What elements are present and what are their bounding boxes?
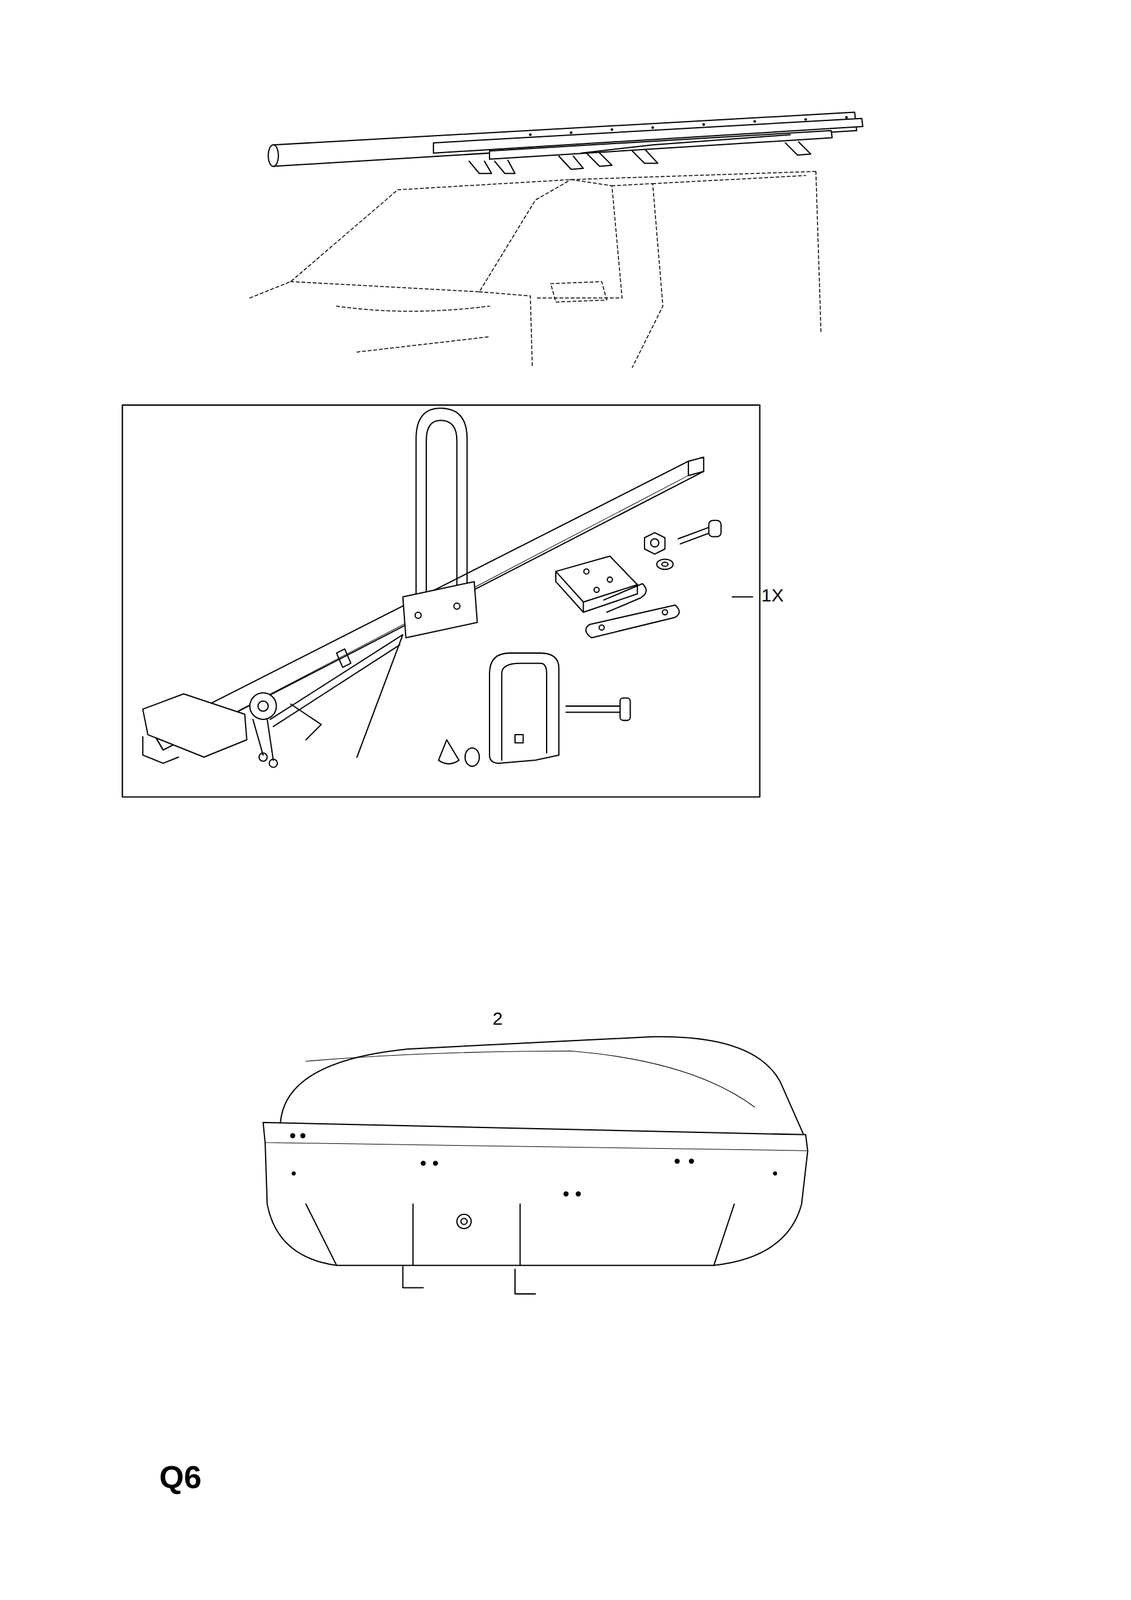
roof-rack (268, 112, 863, 174)
page-code: Q6 (159, 1459, 202, 1496)
roof-box (263, 1036, 809, 1294)
ladder-carrier (142, 408, 704, 768)
car-outline (249, 171, 821, 368)
callout-number: 1X (761, 584, 784, 607)
callout-number: 2 (492, 1008, 503, 1030)
detail-frame (122, 404, 760, 797)
fasteners (438, 520, 722, 767)
leader-line (732, 596, 753, 598)
